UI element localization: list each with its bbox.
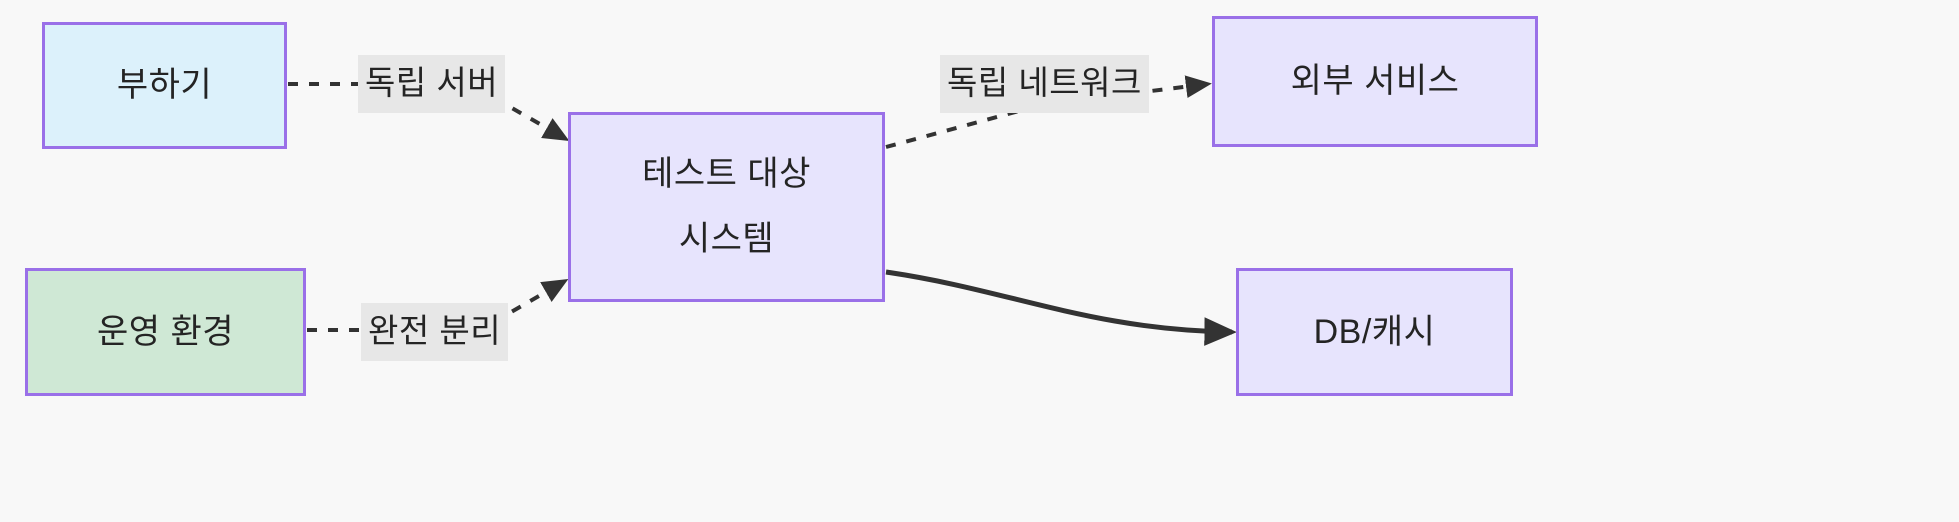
node-external-service[interactable]: 외부 서비스 [1212, 16, 1538, 147]
edge-sut-to-db-cache [885, 269, 1237, 346]
edge-load-generator-to-sut [288, 82, 570, 141]
node-production-env-label: 운영 환경 [96, 312, 235, 351]
node-db-cache-label: DB/캐시 [1313, 312, 1436, 351]
edge-label-dedicated-network: 독립 네트워크 [940, 55, 1149, 113]
node-db-cache[interactable]: DB/캐시 [1236, 268, 1513, 396]
node-production-env[interactable]: 운영 환경 [25, 268, 306, 396]
edge-label-full-isolation: 완전 분리 [361, 303, 509, 361]
node-system-under-test-label-line1: 테스트 대상 [642, 155, 811, 194]
node-load-generator[interactable]: 부하기 [42, 22, 287, 149]
node-load-generator-label: 부하기 [116, 66, 213, 105]
node-system-under-test[interactable]: 테스트 대상 시스템 [568, 112, 885, 302]
edge-sut-to-external-service [885, 75, 1212, 149]
edge-label-dedicated-server: 독립 서버 [358, 55, 506, 113]
node-system-under-test-label-line2: 시스템 [678, 220, 775, 258]
node-external-service-label: 외부 서비스 [1290, 62, 1460, 101]
